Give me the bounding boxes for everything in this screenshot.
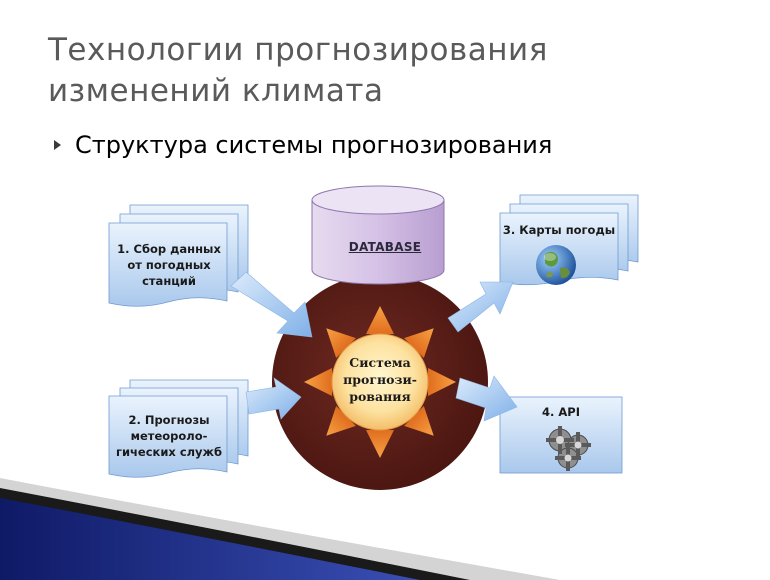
slide-title-line-1: Технологии прогнозирования: [48, 32, 548, 68]
input-card-1-stack: [108, 204, 249, 307]
arrow-input-2: [245, 377, 302, 420]
input-card-2-label: 2. Прогнозы метеороло- гических служб: [110, 412, 228, 460]
input-card-1-line-1: 1. Сбор данных: [117, 242, 221, 256]
input-card-2-stack: [108, 379, 249, 478]
gears-icon: [546, 426, 591, 471]
center-label-line-3: рования: [349, 389, 411, 404]
output-card-2-label: 4. API: [542, 405, 580, 419]
input-card-2-line-2: метеороло-: [130, 429, 208, 443]
bullet-text: Структура системы прогнозирования: [75, 131, 553, 159]
database-label: DATABASE: [348, 240, 422, 254]
bullet-arrow-icon: [54, 140, 61, 150]
arrow-output-2: [455, 375, 518, 422]
arrow-output-1: [447, 281, 514, 333]
input-card-2-line-3: гических служб: [115, 445, 223, 459]
globe-icon: [536, 245, 576, 285]
arrow-input-1: [230, 271, 313, 338]
center-label: Система прогнози- рования: [335, 354, 425, 405]
corner-decoration: [0, 478, 560, 580]
slide-title-line-2: изменений климата: [48, 73, 384, 109]
center-label-line-2: прогнози-: [343, 372, 417, 387]
input-card-1-line-2: от погодных: [127, 258, 211, 272]
bullet-item: Структура системы прогнозирования: [54, 131, 552, 159]
sun-rays: [304, 306, 456, 458]
input-card-1-line-3: станций: [142, 274, 196, 288]
input-card-1-label: 1. Сбор данных от погодных станций: [110, 241, 228, 289]
database-cylinder: [311, 185, 445, 285]
center-label-line-1: Система: [349, 355, 411, 370]
sun-core: [331, 333, 429, 431]
slide-title: Технологии прогнозирования изменений кли…: [48, 30, 708, 112]
input-card-2-line-1: 2. Прогнозы: [128, 413, 210, 427]
output-card-1-label: 3. Карты погоды: [502, 223, 616, 237]
